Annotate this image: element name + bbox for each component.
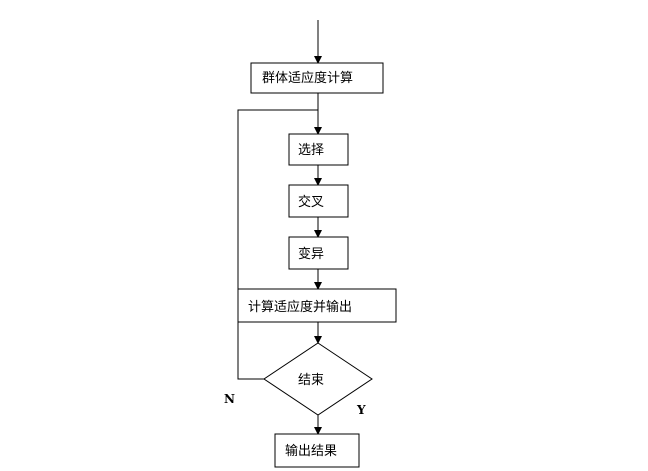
node-select (288, 133, 349, 166)
node-end-check-label: 结束 (298, 373, 324, 388)
node-fitness (250, 62, 384, 94)
node-mutation-label: 变异 (298, 246, 324, 262)
branch-labels: N Y (224, 392, 366, 417)
node-output-result (274, 433, 360, 468)
node-fitness-output-label: 计算适应度并输出 (248, 299, 352, 315)
node-select-label: 选择 (298, 143, 324, 158)
yes-branch-label: Y (356, 403, 366, 417)
node-output-result-label: 输出结果 (285, 443, 337, 459)
node-fitness-label: 群体适应度计算 (262, 70, 353, 86)
edges (237, 20, 322, 435)
node-fitness-output (237, 288, 397, 323)
node-end-check (263, 342, 373, 416)
nodes: 群体适应度计算 选择 交叉 变异 计算适应度并输出 结束 输出结果 (237, 62, 397, 468)
node-crossover-label: 交叉 (298, 194, 324, 210)
node-crossover (288, 184, 349, 218)
no-branch-label: N (224, 392, 235, 406)
node-mutation (288, 236, 349, 270)
edge-end-check-loop-no (237, 109, 318, 380)
